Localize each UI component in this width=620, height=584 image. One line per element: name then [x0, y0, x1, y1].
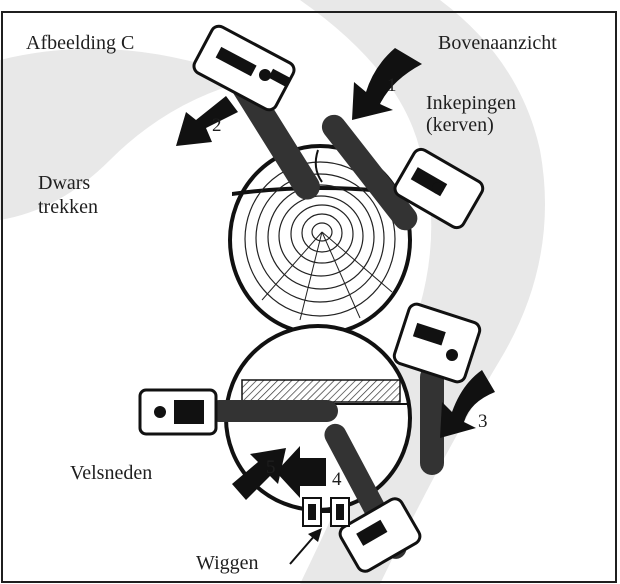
felling-cuts-label: Velsneden — [70, 462, 152, 484]
step-number-4: 4 — [332, 470, 342, 490]
notches-label-line-1: Inkepingen — [426, 92, 516, 114]
step-number-1: 1 — [387, 76, 397, 96]
wedges-label: Wiggen — [196, 552, 259, 574]
step-number-3: 3 — [478, 412, 488, 432]
figure-caption: Afbeelding C — [26, 32, 134, 54]
notches-label-line-2: (kerven) — [426, 114, 494, 136]
step-number-5: 5 — [266, 458, 276, 478]
step-number-2: 2 — [212, 116, 222, 136]
view-label: Bovenaanzicht — [438, 32, 557, 54]
pull-label-line-2: trekken — [38, 196, 98, 218]
pull-label-line-1: Dwars — [38, 172, 90, 194]
